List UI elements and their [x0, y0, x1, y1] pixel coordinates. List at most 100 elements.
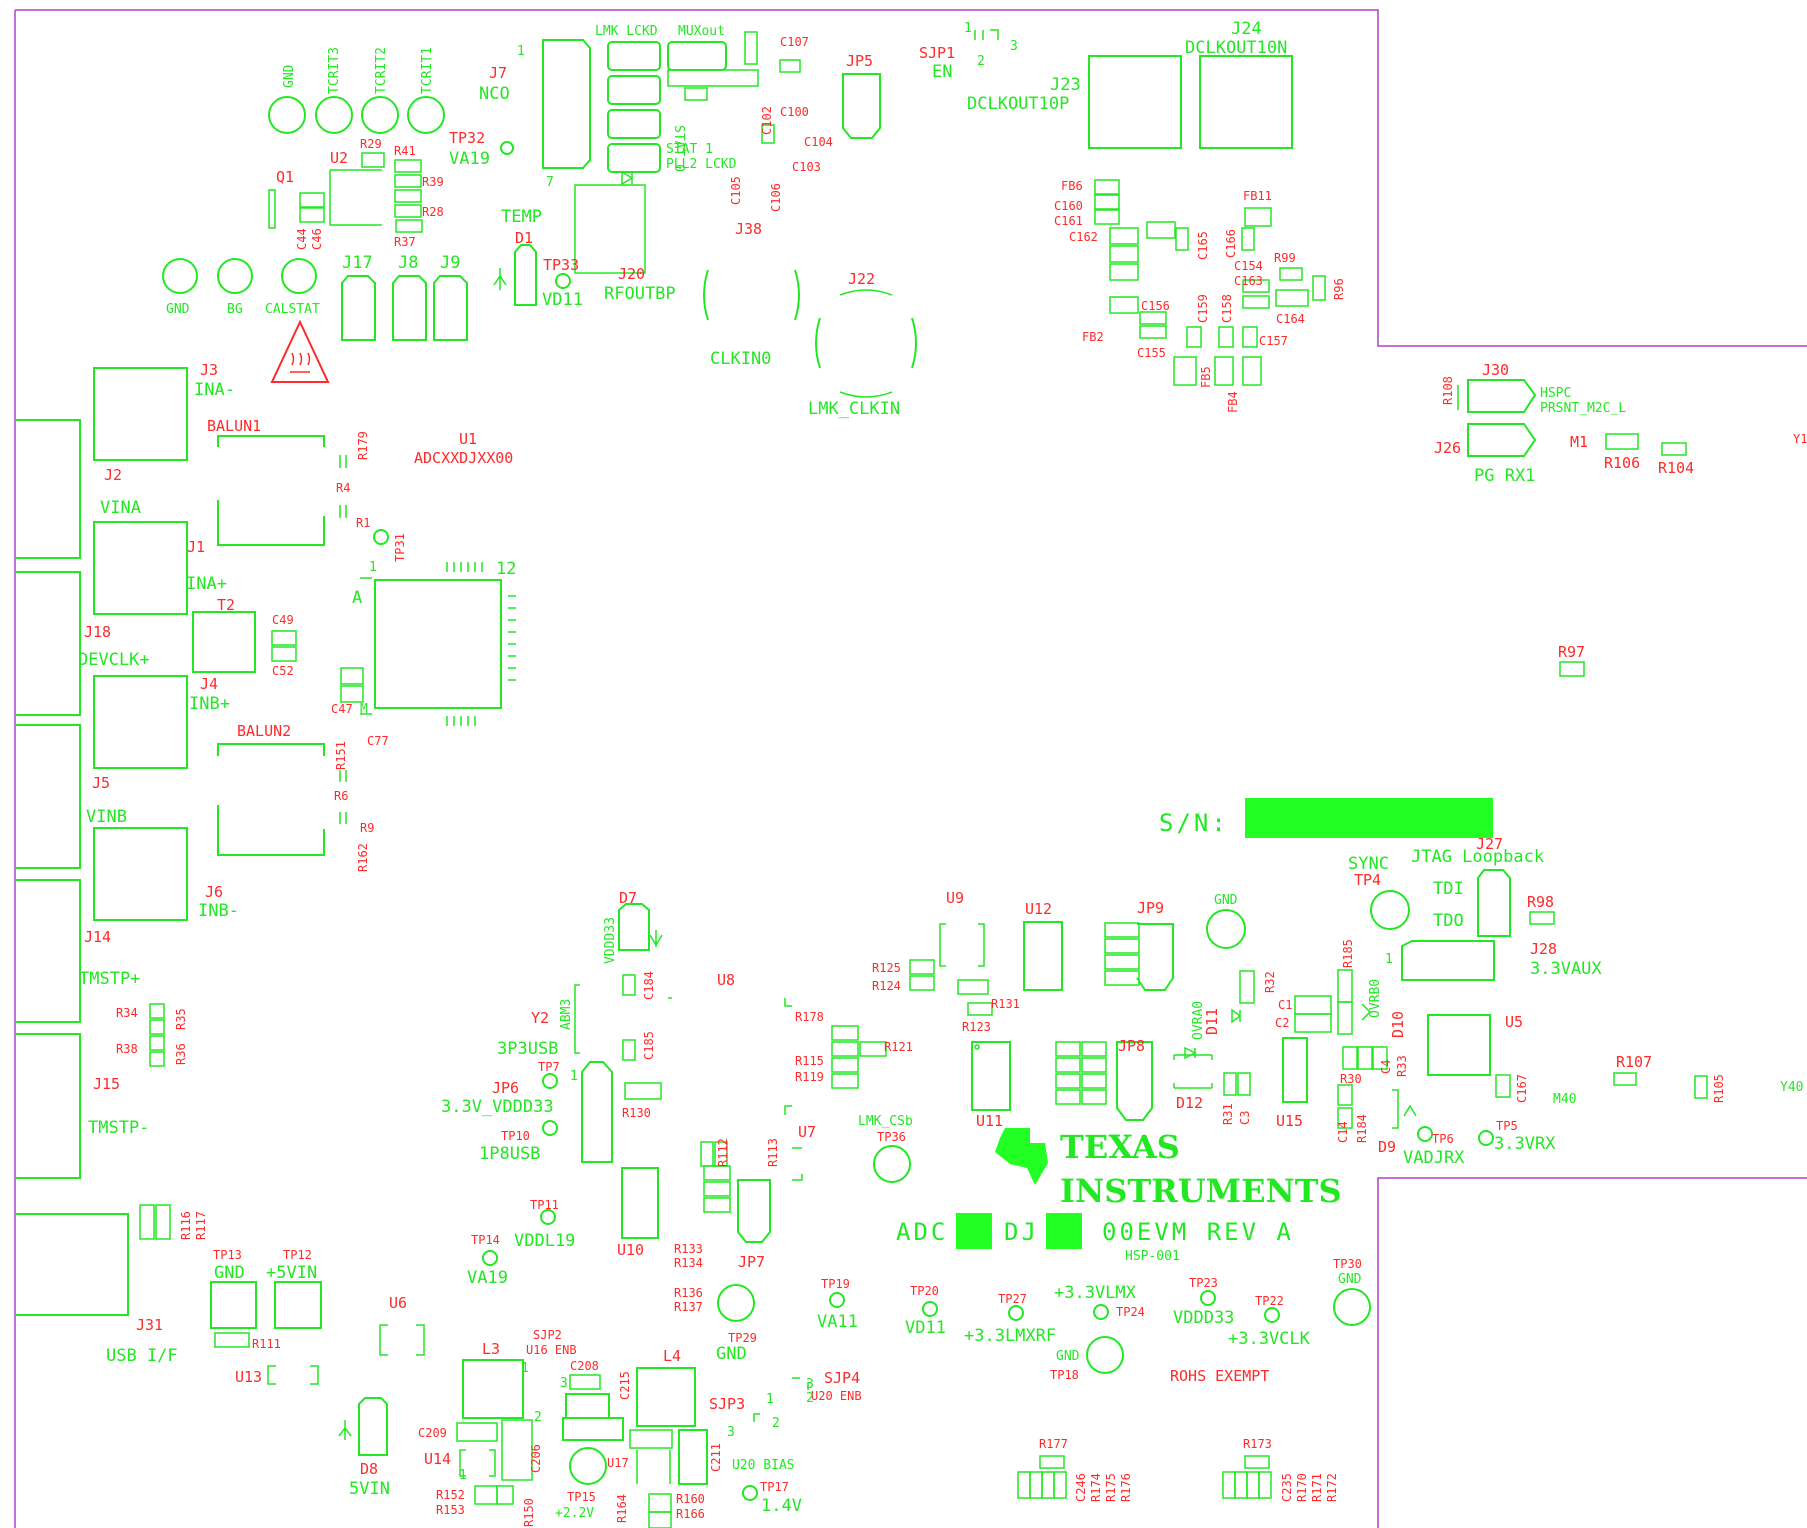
label: FB5 [1199, 366, 1213, 388]
label: R123 [962, 1020, 991, 1034]
label: J3 [200, 361, 218, 379]
label: C166 [1224, 229, 1238, 258]
label: U14 [424, 1450, 451, 1468]
label: HSPC [1540, 386, 1571, 401]
label: VD11 [542, 290, 583, 310]
label: VINB [86, 807, 127, 827]
label: 3 [560, 1376, 568, 1391]
label: R177 [1039, 1437, 1068, 1451]
input-sma-connectors [15, 367, 256, 1316]
label: C77 [367, 734, 389, 748]
label: TP24 [1116, 1305, 1145, 1319]
jp5-footprint [842, 73, 881, 139]
label: R6 [334, 789, 348, 803]
rev-dj: DJ [1004, 1218, 1039, 1246]
label: TP27 [998, 1292, 1027, 1306]
label: R162 [356, 843, 370, 872]
label: 2 [772, 1416, 780, 1431]
label: JP9 [1137, 899, 1164, 917]
label: R113 [766, 1138, 780, 1167]
label: BALUN2 [237, 722, 291, 740]
label: SJP2 [533, 1328, 562, 1342]
label: M [360, 702, 368, 717]
logo-line2: INSTRUMENTS [1060, 1172, 1342, 1210]
label: J28 [1530, 940, 1557, 958]
label: SJP1 [919, 44, 955, 62]
label: U2 [330, 149, 348, 167]
label: R174 [1089, 1473, 1103, 1502]
label: 1P8USB [479, 1144, 540, 1164]
label: VDDD33 [603, 917, 618, 964]
label: PG RX1 [1474, 466, 1535, 486]
label: R121 [884, 1040, 913, 1054]
label: C107 [780, 35, 809, 49]
label: D11 [1203, 1008, 1221, 1035]
label: JP6 [492, 1079, 519, 1097]
label: R164 [615, 1494, 629, 1523]
label: 1 [517, 44, 525, 59]
label: +3.3LMXRF [964, 1326, 1056, 1346]
label: R124 [872, 979, 901, 993]
label: R131 [991, 997, 1020, 1011]
label: J27 [1476, 835, 1503, 853]
label: 1 [521, 1361, 529, 1376]
ti-logo: TEXAS INSTRUMENTS [995, 1128, 1342, 1210]
label: Y1 [1793, 432, 1807, 446]
label: 2 [534, 1410, 542, 1425]
label: +3.3VLMX [1054, 1283, 1137, 1303]
label: R107 [1616, 1053, 1652, 1071]
label: 3.3V_VDDD33 [441, 1097, 554, 1117]
j17-j8-j9-headers [341, 275, 468, 341]
label: U11 [976, 1112, 1003, 1130]
label: VA11 [817, 1312, 858, 1332]
label: L4 [663, 1347, 681, 1365]
label: J20 [618, 265, 645, 283]
label: BALUN1 [207, 417, 261, 435]
label: TMSTP+ [79, 969, 140, 989]
bottom-test-points [753, 1290, 1280, 1499]
serial-number-box [1245, 798, 1493, 838]
label: TCRIT3 [327, 47, 342, 94]
label: HSP-001 [1125, 1249, 1180, 1264]
label: C208 [570, 1359, 599, 1373]
label: C100 [780, 105, 809, 119]
label: A [352, 588, 362, 608]
label: OVRA0 [1191, 1001, 1206, 1040]
label: U6 [389, 1294, 407, 1312]
label: TP23 [1189, 1276, 1218, 1290]
label: ABM3 [559, 999, 574, 1030]
label: VA19 [449, 149, 490, 169]
label: C206 [529, 1444, 543, 1473]
label: R33 [1395, 1055, 1409, 1077]
label: C167 [1515, 1074, 1529, 1103]
label: R176 [1119, 1473, 1133, 1502]
label: R170 [1295, 1473, 1309, 1502]
label: J15 [93, 1075, 120, 1093]
label: LMK LCKD [595, 24, 658, 39]
label: C185 [642, 1031, 656, 1060]
label: INB+ [189, 694, 230, 714]
label: J2 [104, 466, 122, 484]
label: EN [932, 62, 952, 82]
label: 3 [727, 1425, 735, 1440]
label: S/N: [1159, 809, 1229, 837]
label: R39 [422, 175, 444, 189]
label: R136 [674, 1286, 703, 1300]
label: TP15 [567, 1490, 596, 1504]
label: Q1 [276, 168, 294, 186]
label: JP8 [1118, 1037, 1145, 1055]
label: TP33 [543, 256, 579, 274]
sjp1-footprint [974, 29, 999, 40]
label: C156 [1141, 299, 1170, 313]
label: DCLKOUT10N [1185, 38, 1287, 58]
label: SJP3 [709, 1395, 745, 1413]
label: JP5 [846, 52, 873, 70]
label: C44 [295, 228, 309, 250]
label: C1 [1278, 998, 1292, 1012]
power-regulator-area [456, 1359, 758, 1528]
label: J4 [200, 675, 218, 693]
d1-footprint [493, 141, 571, 306]
label: +2.2V [555, 1506, 594, 1521]
label: L3 [482, 1340, 500, 1358]
label: J6 [205, 883, 223, 901]
